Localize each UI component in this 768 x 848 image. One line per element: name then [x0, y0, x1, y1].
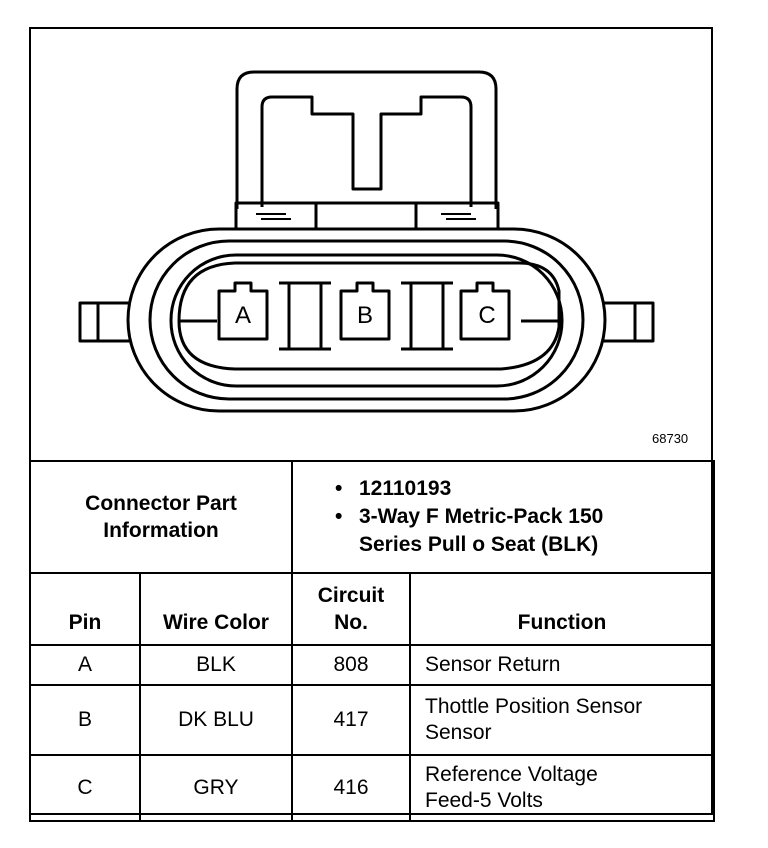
header-pin: Pin [29, 572, 141, 646]
figure-id: 68730 [652, 431, 689, 446]
cell-wire-color: GRY [139, 754, 293, 822]
pin-label-b: B [357, 302, 373, 329]
header-function: Function [409, 572, 715, 646]
table-row: C GRY 416 Reference Voltage Feed-5 Volts [29, 754, 715, 822]
table-row: A BLK 808 Sensor Return [29, 644, 715, 686]
connector-side-tab-right [601, 301, 655, 343]
connector-info-table: Connector Part Information 12110193 3-Wa… [29, 460, 715, 574]
part-number: 12110193 [335, 475, 713, 503]
connector-body [126, 227, 607, 413]
connector-latch [234, 70, 500, 233]
connector-drawing: A B C [78, 70, 655, 413]
table-row: B DK BLU 417 Thottle Position Sensor Sen… [29, 684, 715, 756]
diagram-frame: A B C 68730 [29, 27, 713, 815]
cavity-separator-left [279, 281, 331, 351]
connector-info-label: Connector Part Information [29, 460, 293, 574]
cell-pin: B [29, 684, 141, 756]
cell-circuit: 417 [291, 684, 411, 756]
cavity-separator-right [401, 281, 453, 351]
pin-label-c: C [478, 302, 495, 329]
cell-pin: C [29, 754, 141, 822]
cell-circuit: 808 [291, 644, 411, 686]
header-wire-color: Wire Color [139, 572, 293, 646]
cell-pin: A [29, 644, 141, 686]
cell-function: Reference Voltage Feed-5 Volts [409, 754, 715, 822]
cell-function: Thottle Position Sensor Sensor [409, 684, 715, 756]
pin-cavity-a [217, 281, 269, 341]
cell-function: Sensor Return [409, 644, 715, 686]
cell-wire-color: BLK [139, 644, 293, 686]
connector-info-list: 12110193 3-Way F Metric-Pack 150 Series … [291, 460, 715, 574]
pin-table-header: Pin Wire Color Circuit No. Function [29, 572, 715, 646]
cell-circuit: 416 [291, 754, 411, 822]
header-circuit: Circuit No. [291, 572, 411, 646]
pin-label-a: A [235, 302, 251, 329]
pin-table: Pin Wire Color Circuit No. Function A BL… [29, 572, 715, 822]
cell-wire-color: DK BLU [139, 684, 293, 756]
pin-cavity-b [339, 281, 391, 341]
pin-cavity-c [459, 281, 511, 341]
connector-side-tab-left [78, 301, 132, 343]
connector-description: 3-Way F Metric-Pack 150 Series Pull o Se… [335, 503, 713, 559]
